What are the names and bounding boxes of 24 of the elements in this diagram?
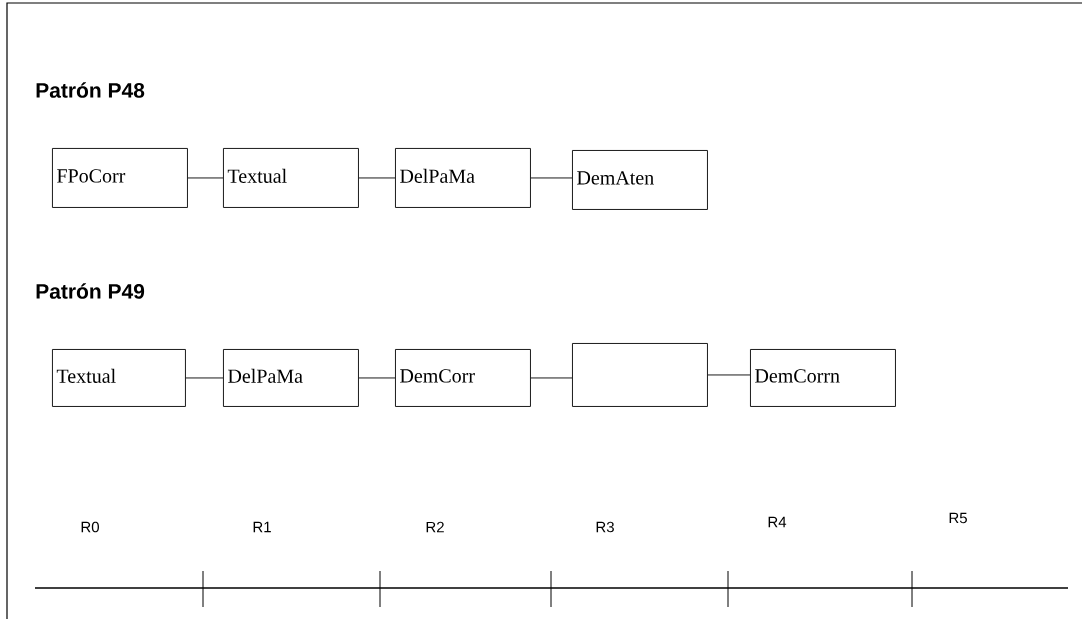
connector-line — [530, 377, 573, 379]
region-label: R3 — [596, 521, 614, 533]
connector-line — [530, 177, 573, 179]
empty-box — [572, 343, 708, 407]
pattern-heading: Patrón P49 — [36, 283, 145, 299]
connector-line — [187, 177, 224, 179]
pattern-heading: Patrón P48 — [36, 82, 145, 98]
region-label: R5 — [949, 512, 967, 524]
process-box: DemCorrn — [750, 349, 896, 407]
connector-line — [358, 377, 396, 379]
region-label: R0 — [81, 521, 99, 533]
process-box: Textual — [52, 349, 186, 407]
process-box: FPoCorr — [52, 148, 188, 208]
region-label: R4 — [768, 516, 787, 528]
process-box: DelPaMa — [223, 349, 359, 407]
process-box: DemCorr — [395, 349, 531, 407]
region-label: R1 — [253, 521, 271, 533]
process-box: DelPaMa — [395, 148, 531, 208]
region-label: R2 — [426, 521, 444, 533]
process-box: Textual — [223, 148, 359, 208]
connector-line — [707, 374, 751, 376]
connector-line — [185, 377, 224, 379]
process-box: DemAten — [572, 150, 708, 210]
connector-line — [358, 177, 396, 179]
